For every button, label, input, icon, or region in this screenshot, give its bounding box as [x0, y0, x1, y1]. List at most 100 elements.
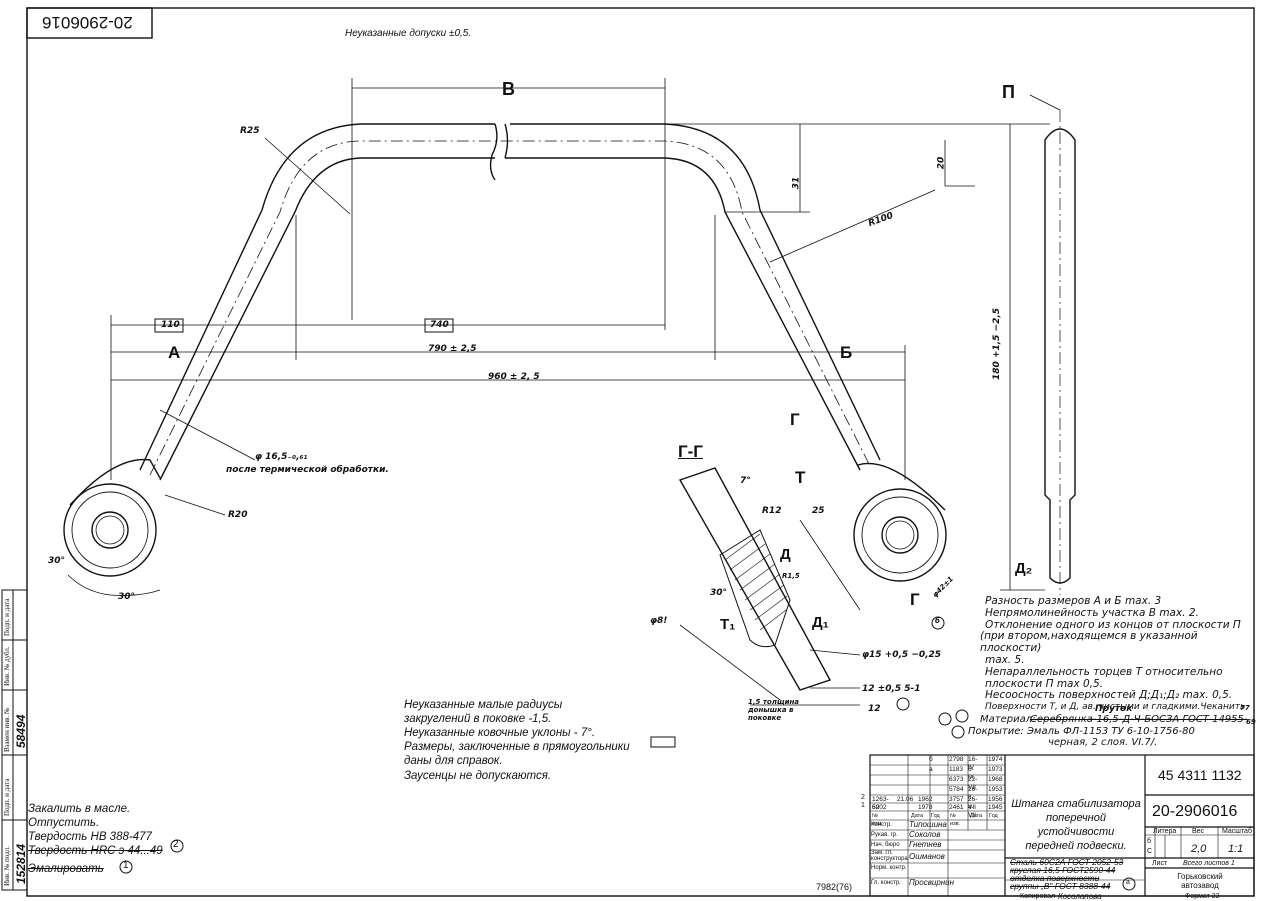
dim-31: 31	[791, 176, 802, 190]
person-name: Просвирнин	[909, 878, 955, 887]
material-year: 77	[1240, 704, 1250, 712]
rev-cell: 6-IX	[968, 766, 975, 781]
material-spec: Сталь 60С2А ГОСТ 2052-53 круглая 16,5 ГО…	[1010, 858, 1123, 891]
sheets-label: Всего листов 1	[1183, 860, 1235, 867]
right-eye-outer	[853, 488, 947, 582]
margin-label: Взамен инв. №	[3, 707, 11, 752]
left-eye-bore	[91, 511, 129, 549]
tech-req-line: Отклонение одного из концов от плоскости…	[985, 618, 1241, 631]
sheet-border	[26, 7, 1255, 897]
rotated-number-box	[26, 7, 153, 39]
header-mass: Вес	[1192, 828, 1205, 835]
tb-circle-a: а	[1126, 879, 1130, 886]
dim-angle-30c: 30°	[710, 588, 728, 598]
mark-circle-a-tb	[1122, 877, 1136, 891]
dim-12-05: 12 ±0,5 5-1	[862, 684, 921, 694]
side-mark-c: С	[1147, 848, 1153, 855]
dim-r12: R12	[762, 506, 782, 516]
center-note-line: даны для справок.	[404, 755, 503, 767]
margin-label: Подп. и дата	[3, 778, 11, 816]
center-note-line: Неуказанные ковочные уклоны - 7°.	[404, 727, 596, 739]
view-letter-d1: Д₁	[812, 614, 829, 631]
rev-cell: 26-II	[968, 786, 978, 801]
approval-people: Типошина Соколов Гнетнев Ошманов Просвир…	[909, 820, 955, 888]
tech-req-line: плоскости П max 0,5.	[985, 677, 1104, 690]
rev-cell: 2798	[949, 756, 964, 763]
doc-code: 45 4311 1132	[1158, 767, 1242, 783]
leader-r25	[264, 137, 351, 215]
dim-740: 740	[430, 320, 449, 330]
mark-circle-1-label: 1	[123, 860, 129, 871]
approval-roles: Констр. Рукав. гр. Нач. бюро Зам. гл. ко…	[871, 820, 908, 888]
dim-thickness-note: 1,5 толщина донышка в поковке	[748, 698, 800, 722]
rev-cell: 4-VII	[968, 804, 976, 819]
right-eye-bore	[881, 516, 919, 554]
center-note-line: Размеры, заключенные в прямоугольники	[404, 741, 630, 753]
col-head: Год	[989, 813, 998, 819]
margin-label: Инв. № подл.	[3, 846, 11, 886]
material-coat-2: черная, 2 слоя. VI.7/.	[1048, 737, 1158, 748]
tech-req-line: (при втором,находящемся в указанной плос…	[980, 630, 1198, 655]
mass-value: 2,0	[1191, 843, 1207, 855]
dim-790: 790 ± 2,5	[428, 344, 477, 354]
section-view-outline	[678, 467, 832, 691]
tech-req-line: Непараллельность торцев Т относительно	[985, 665, 1223, 678]
rev-cell: а	[929, 766, 933, 773]
role-label: Рукав. гр.	[871, 832, 898, 838]
ref-box-740	[424, 318, 454, 333]
center-note-line: Неуказанные малые радиусы	[404, 699, 563, 711]
general-tolerance-note: Неуказанные допуски ±0,5.	[345, 28, 472, 39]
view-letter-bb: Б	[840, 343, 853, 362]
rev-cell: 21.06	[897, 796, 914, 803]
bar-break-mark	[489, 123, 509, 181]
view-letter-g2: Г	[910, 590, 920, 609]
col-head: Год	[931, 813, 940, 819]
col-head: № изв.	[950, 813, 961, 827]
part-name-line: поперечной устойчивости	[1037, 812, 1115, 838]
view-letter-t: Т	[795, 468, 806, 487]
material-ref: 69	[1246, 718, 1256, 726]
margin-stamp-frame	[1, 589, 28, 891]
person-name: Ошманов	[909, 852, 945, 861]
rev-cell: 6373	[949, 776, 964, 783]
rev-cell: 1183	[949, 766, 963, 773]
rev-cell: 1956	[988, 796, 1003, 803]
view-letter-g: Г	[790, 410, 800, 429]
material-spec-line: отделка поверхности	[1010, 873, 1100, 883]
rev-mark-2: 2	[861, 794, 865, 801]
dim-angle-30b: 30°	[118, 592, 136, 602]
dim-20: 20	[936, 156, 947, 170]
rev-cell: 1968	[988, 776, 1003, 783]
leader-phi16	[159, 409, 256, 461]
dim-r25: R25	[240, 126, 260, 136]
person-name: Гнетнев	[909, 840, 942, 849]
rev-cell: 1945	[988, 804, 1003, 811]
mark-circle-2	[170, 839, 184, 853]
bar-centerline	[149, 140, 871, 476]
part-name-line: Штанга стабилизатора	[1011, 798, 1141, 810]
leader-r20	[164, 494, 226, 516]
left-eye-outer	[63, 483, 157, 577]
margin-label: Подп. и дата	[3, 598, 11, 636]
copyist-label: Копировал	[1020, 893, 1056, 900]
role-label: Зам. гл. конструктора	[871, 850, 908, 862]
ref-box-110	[154, 318, 184, 333]
rev-cell: 3757	[949, 796, 964, 803]
person-name	[909, 863, 949, 878]
rev-cell: 2461	[949, 804, 964, 811]
dim-r20: R20	[228, 510, 248, 520]
left-note-line: Твердость НВ 388-477	[28, 831, 152, 843]
center-note-line: закруглений в поковке -1,5.	[404, 713, 552, 725]
material-spec-line: круглая 16,5 ГОСТ2590-44	[1010, 865, 1116, 875]
margin-stamp-number: 152814	[14, 843, 28, 884]
dim-12: 12	[868, 704, 881, 714]
material-spec-line: группы „В" ГОСТ 8388-44	[1010, 881, 1111, 891]
burrs-note: Заусенцы не допускаются.	[404, 770, 552, 782]
header-scale: Масштаб	[1222, 828, 1252, 835]
leader-r100	[769, 189, 936, 263]
role-label: Гл. констр.	[871, 880, 901, 886]
dim-110: 110	[161, 320, 180, 330]
part-name: Штанга стабилизатора поперечной устойчив…	[1010, 797, 1142, 853]
rev-cell: 1978	[918, 804, 933, 811]
